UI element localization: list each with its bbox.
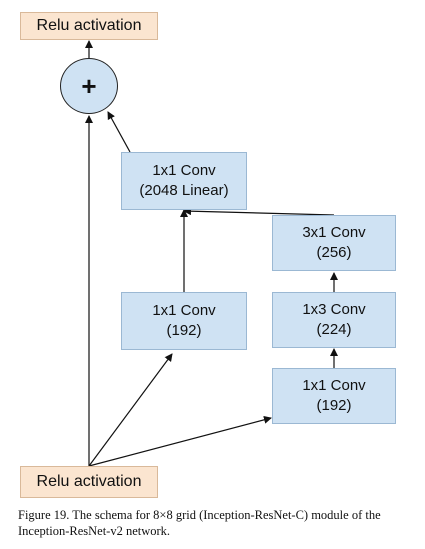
conv-1x3-line1: 1x3 Conv [302, 301, 366, 318]
figure-caption: Figure 19. The schema for 8×8 grid (Ince… [18, 508, 381, 538]
relu-activation-output: Relu activation [20, 12, 158, 40]
conv-linear-line2: (2048 Linear) [139, 182, 229, 199]
conv-1x1-linear: 1x1 Conv (2048 Linear) [121, 152, 247, 210]
relu-activation-input: Relu activation [20, 466, 158, 498]
conv-right-line2: (192) [316, 397, 352, 414]
conv-linear-line1: 1x1 Conv [152, 162, 216, 179]
relu-output-label: Relu activation [36, 17, 142, 34]
edge-input-to-right-conv [88, 415, 272, 467]
plus-symbol: + [81, 70, 97, 101]
conv-right-line1: 1x1 Conv [302, 377, 366, 394]
conv-1x1-right: 1x1 Conv (192) [272, 368, 396, 424]
edge-3x1-to-linear [183, 207, 335, 216]
conv-3x1: 3x1 Conv (256) [272, 215, 396, 271]
relu-input-label: Relu activation [36, 473, 142, 490]
conv-1x1-left: 1x1 Conv (192) [121, 292, 247, 350]
conv-1x3: 1x3 Conv (224) [272, 292, 396, 348]
conv-left-line2: (192) [166, 322, 202, 339]
conv-1x3-line2: (224) [316, 321, 352, 338]
conv-3x1-line1: 3x1 Conv [302, 224, 366, 241]
edge-linear-to-sum [107, 111, 131, 153]
sum-node: + [60, 58, 118, 114]
conv-left-line1: 1x1 Conv [152, 302, 216, 319]
edge-input-to-left-conv [88, 353, 173, 467]
conv-3x1-line2: (256) [316, 244, 352, 261]
